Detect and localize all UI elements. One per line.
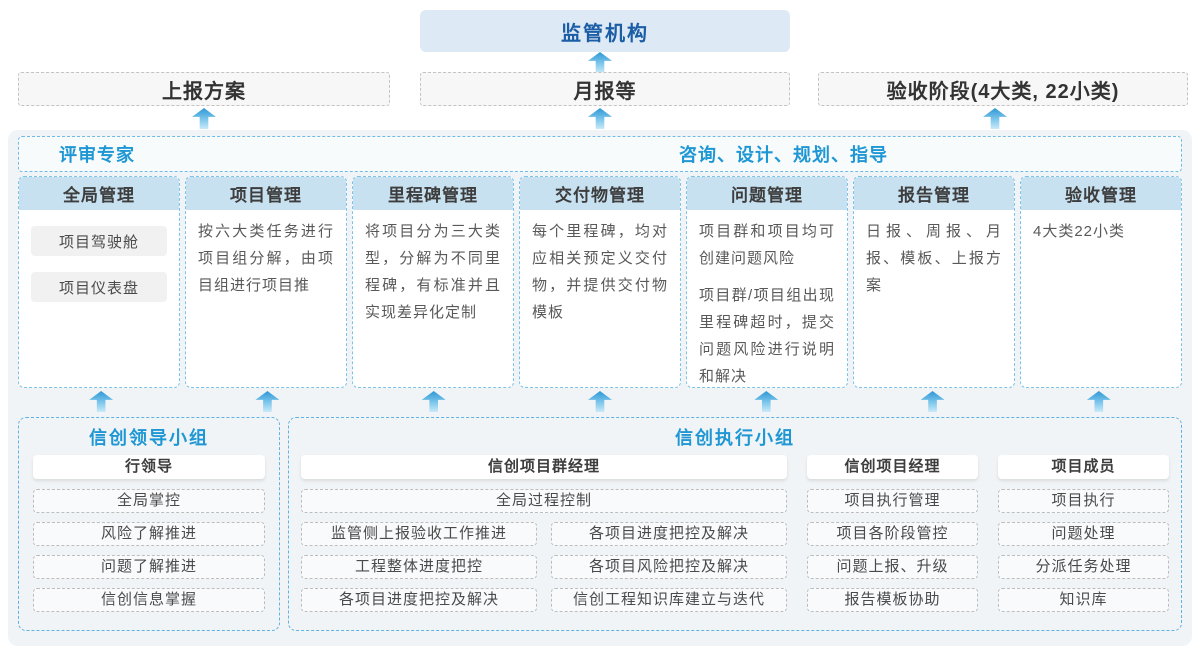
column-text: 将项目分为三大类型，分解为不同里程碑，有标准并且实现差异化定制 xyxy=(365,223,501,321)
column-text: 项目群/项目组出现里程碑超时，提交问题风险进行说明和解决 xyxy=(699,287,835,385)
leadership-item: 风险了解推进 xyxy=(33,522,265,546)
column-report-management: 报告管理 日报、周报、月报、模板、上报方案 xyxy=(853,176,1015,388)
column-header: 报告管理 xyxy=(854,177,1014,210)
column-header: 交付物管理 xyxy=(520,177,680,210)
column-acceptance-management: 验收管理 4大类22小类 xyxy=(1020,176,1182,388)
gm-item: 各项目风险把控及解决 xyxy=(551,555,787,579)
column-text: 4大类22小类 xyxy=(1033,223,1126,240)
column-header: 验收管理 xyxy=(1021,177,1181,210)
channel-monthly-report: 月报等 xyxy=(420,72,790,106)
gm-two-columns: 监管侧上报验收工作推进 工程整体进度把控 各项目进度把控及解决 各项目进度把控及… xyxy=(299,522,789,621)
channel-label: 验收阶段(4大类, 22小类) xyxy=(886,80,1120,103)
channel-label: 月报等 xyxy=(573,80,637,103)
column-body: 按六大类任务进行项目组分解，由项目组进行项目推 xyxy=(186,210,346,309)
leadership-item: 问题了解推进 xyxy=(33,555,265,579)
column-text: 项目群和项目均可创建问题风险 xyxy=(699,223,835,267)
column-header: 问题管理 xyxy=(687,177,847,210)
gm-item-full: 全局过程控制 xyxy=(301,489,787,513)
pm-item: 项目各阶段管控 xyxy=(807,522,978,546)
regulator-label: 监管机构 xyxy=(561,22,649,45)
column-text: 按六大类任务进行项目组分解，由项目组进行项目推 xyxy=(198,223,334,294)
column-header: 全局管理 xyxy=(19,177,179,210)
column-project-management: 项目管理 按六大类任务进行项目组分解，由项目组进行项目推 xyxy=(185,176,347,388)
gm-item: 工程整体进度把控 xyxy=(301,555,537,579)
pm-item: 问题上报、升级 xyxy=(807,555,978,579)
member-item: 分派任务处理 xyxy=(998,555,1169,579)
column-header: 里程碑管理 xyxy=(353,177,513,210)
regulator-box: 监管机构 xyxy=(420,10,790,52)
project-cockpit-pill: 项目驾驶舱 xyxy=(31,226,167,256)
project-dashboard-pill: 项目仪表盘 xyxy=(31,272,167,302)
up-arrow-icon xyxy=(920,391,945,412)
gm-left-column: 监管侧上报验收工作推进 工程整体进度把控 各项目进度把控及解决 xyxy=(299,522,539,621)
column-body: 每个里程碑，均对应相关预定义交付物，并提供交付物模板 xyxy=(520,210,680,336)
execution-group-title: 信创执行小组 xyxy=(675,428,795,448)
column-deliverable-management: 交付物管理 每个里程碑，均对应相关预定义交付物，并提供交付物模板 xyxy=(519,176,681,388)
column-global-management: 全局管理 项目驾驶舱 项目仪表盘 xyxy=(18,176,180,388)
up-arrow-icon xyxy=(421,391,446,412)
up-arrow-icon xyxy=(588,52,612,73)
gm-item: 各项目进度把控及解决 xyxy=(551,522,787,546)
consulting-label: 咨询、设计、规划、指导 xyxy=(679,145,888,165)
column-body: 日报、周报、月报、模板、上报方案 xyxy=(854,210,1014,309)
up-arrow-icon xyxy=(1086,391,1111,412)
project-manager-section: 信创项目经理 项目执行管理 项目各阶段管控 问题上报、升级 报告模板协助 xyxy=(805,453,980,621)
pm-item: 报告模板协助 xyxy=(807,588,978,612)
up-arrow-icon xyxy=(192,108,216,129)
gm-item: 信创工程知识库建立与迭代 xyxy=(551,588,787,612)
member-item: 问题处理 xyxy=(998,522,1169,546)
member-item: 项目执行 xyxy=(998,489,1169,513)
pm-item: 项目执行管理 xyxy=(807,489,978,513)
column-body: 将项目分为三大类型，分解为不同里程碑，有标准并且实现差异化定制 xyxy=(353,210,513,336)
up-arrow-icon xyxy=(983,108,1007,129)
program-manager-role: 信创项目群经理 xyxy=(301,455,787,479)
up-arrow-icon xyxy=(754,391,779,412)
leadership-group: 信创领导小组 行领导 全局掌控 风险了解推进 问题了解推进 信创信息掌握 xyxy=(18,417,280,631)
arrow-row xyxy=(18,391,1182,414)
project-member-section: 项目成员 项目执行 问题处理 分派任务处理 知识库 xyxy=(996,453,1171,621)
project-manager-role: 信创项目经理 xyxy=(807,455,978,479)
column-issue-management: 问题管理 项目群和项目均可创建问题风险 项目群/项目组出现里程碑超时，提交问题风… xyxy=(686,176,848,388)
review-experts-label: 评审专家 xyxy=(59,145,135,165)
leadership-item: 全局掌控 xyxy=(33,489,265,513)
leadership-group-title: 信创领导小组 xyxy=(89,428,209,448)
member-item: 知识库 xyxy=(998,588,1169,612)
management-columns: 全局管理 项目驾驶舱 项目仪表盘 项目管理 按六大类任务进行项目组分解，由项目组… xyxy=(18,176,1182,388)
program-manager-section: 信创项目群经理 全局过程控制 监管侧上报验收工作推进 工程整体进度把控 各项目进… xyxy=(299,453,789,621)
gm-item: 监管侧上报验收工作推进 xyxy=(301,522,537,546)
up-arrow-icon xyxy=(255,391,280,412)
platform-container: 评审专家 咨询、设计、规划、指导 全局管理 项目驾驶舱 项目仪表盘 项目管理 按… xyxy=(8,130,1192,646)
column-text: 每个里程碑，均对应相关预定义交付物，并提供交付物模板 xyxy=(532,223,668,321)
channel-label: 上报方案 xyxy=(162,80,246,103)
gm-right-column: 各项目进度把控及解决 各项目风险把控及解决 信创工程知识库建立与迭代 xyxy=(549,522,789,621)
bank-leader-role: 行领导 xyxy=(33,455,265,479)
column-header: 项目管理 xyxy=(186,177,346,210)
execution-columns: 信创项目群经理 全局过程控制 监管侧上报验收工作推进 工程整体进度把控 各项目进… xyxy=(299,453,1171,621)
column-text: 日报、周报、月报、模板、上报方案 xyxy=(866,223,1002,294)
up-arrow-icon xyxy=(89,391,114,412)
up-arrow-icon xyxy=(587,391,612,412)
up-arrow-icon xyxy=(588,108,612,129)
gm-item: 各项目进度把控及解决 xyxy=(301,588,537,612)
channel-report-plan: 上报方案 xyxy=(18,72,390,106)
column-body: 4大类22小类 xyxy=(1021,210,1181,255)
column-body: 项目群和项目均可创建问题风险 项目群/项目组出现里程碑超时，提交问题风险进行说明… xyxy=(687,210,847,387)
leadership-item: 信创信息掌握 xyxy=(33,588,265,612)
project-member-role: 项目成员 xyxy=(998,455,1169,479)
channel-acceptance-phase: 验收阶段(4大类, 22小类) xyxy=(818,72,1188,106)
column-milestone-management: 里程碑管理 将项目分为三大类型，分解为不同里程碑，有标准并且实现差异化定制 xyxy=(352,176,514,388)
execution-group: 信创执行小组 信创项目群经理 全局过程控制 监管侧上报验收工作推进 工程整体进度… xyxy=(288,417,1182,631)
experts-bar: 评审专家 咨询、设计、规划、指导 xyxy=(18,136,1182,172)
role-groups: 信创领导小组 行领导 全局掌控 风险了解推进 问题了解推进 信创信息掌握 信创执… xyxy=(18,417,1182,631)
